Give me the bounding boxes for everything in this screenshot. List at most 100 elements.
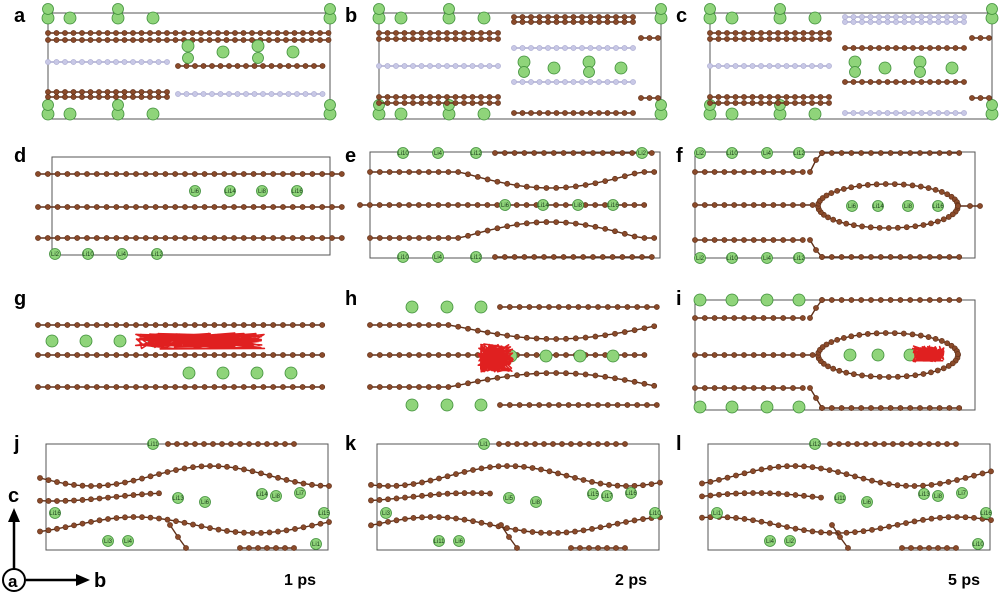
graphene-atom: [291, 37, 298, 43]
graphene-atom: [760, 237, 767, 243]
graphene-atom: [741, 63, 747, 69]
graphene-atom: [406, 235, 413, 241]
graphene-atom: [79, 37, 85, 43]
graphene-atom: [893, 19, 899, 25]
graphene-atom: [191, 352, 198, 358]
graphene-atom: [887, 405, 894, 411]
graphene-atom: [532, 441, 538, 447]
graphene-atom: [465, 325, 471, 332]
graphene-atom: [54, 525, 60, 532]
graphene-atom: [113, 384, 120, 390]
li-atom: [270, 490, 282, 502]
graphene-atom: [553, 110, 560, 116]
axis-indicator: a c b: [2, 485, 106, 592]
graphene-atom: [182, 235, 188, 241]
graphene-atom: [621, 19, 628, 25]
graphene-atom: [501, 150, 508, 156]
graphene-atom: [829, 522, 835, 528]
li-atom: [310, 538, 322, 550]
graphene-atom: [511, 14, 517, 20]
graphene-atom: [783, 94, 790, 100]
graphene-atom: [587, 45, 594, 51]
li-label: Li6: [863, 500, 872, 506]
li-atom: [792, 293, 806, 307]
graphene-atom: [528, 14, 534, 20]
graphene-atom: [956, 297, 963, 303]
graphene-atom: [175, 91, 181, 97]
graphene-atom: [494, 178, 501, 185]
graphene-atom: [910, 19, 916, 25]
li-atom: [474, 398, 488, 412]
li-atom: [583, 66, 595, 78]
graphene-atom: [105, 516, 111, 522]
graphene-atom: [198, 463, 205, 470]
graphene-atom: [927, 19, 933, 25]
graphene-atom: [570, 19, 577, 25]
li-atom: [530, 496, 542, 508]
graphene-atom: [249, 37, 255, 43]
graphene-atom: [589, 479, 595, 485]
graphene-atom: [393, 30, 399, 36]
graphene-atom: [766, 63, 773, 69]
graphene-atom: [859, 45, 865, 51]
graphene-atom: [221, 352, 228, 358]
graphene-atom: [741, 202, 747, 208]
graphene-atom: [172, 384, 179, 390]
li-label: Li8: [532, 500, 541, 506]
graphene-ring-atom: [830, 365, 837, 372]
graphene-atom: [198, 30, 204, 36]
graphene-atom: [79, 89, 85, 95]
graphene-atom: [54, 204, 61, 210]
graphene-atom: [376, 482, 383, 489]
graphene-atom: [852, 529, 858, 536]
li-atom: [760, 400, 774, 414]
graphene-atom: [817, 100, 824, 106]
graphene-atom: [775, 100, 781, 106]
graphene-atom: [715, 30, 722, 36]
graphene-atom: [211, 352, 218, 358]
li-label: Li11: [434, 539, 446, 545]
graphene-atom: [182, 171, 188, 177]
graphene-atom: [572, 474, 578, 481]
graphene-atom: [606, 522, 612, 529]
li-atom: [63, 107, 77, 121]
graphene-atom: [770, 237, 777, 243]
graphene-atom: [711, 315, 718, 321]
axis-b-arrowhead: [76, 574, 90, 586]
graphene-atom: [474, 173, 481, 180]
li-atom: [918, 488, 930, 500]
graphene-atom: [780, 385, 787, 391]
graphene-atom: [543, 185, 550, 191]
li-label: Li4: [763, 256, 772, 262]
graphene-atom: [613, 45, 619, 51]
graphene-atom: [497, 304, 503, 310]
graphene-atom: [292, 478, 298, 485]
graphene-atom: [852, 473, 858, 480]
graphene-atom: [541, 150, 547, 156]
graphene-atom: [506, 304, 513, 310]
graphene-atom: [299, 235, 306, 241]
graphene-atom: [775, 36, 781, 42]
graphene-atom: [809, 63, 815, 69]
graphene-atom: [497, 402, 503, 408]
li-label: Li14: [872, 204, 884, 210]
graphene-atom: [452, 30, 459, 36]
graphene-atom: [211, 204, 218, 210]
graphene-atom: [843, 529, 850, 536]
li-atom: [474, 300, 488, 314]
graphene-atom: [826, 94, 832, 100]
graphene-atom: [799, 237, 806, 243]
graphene-atom: [528, 45, 534, 51]
graphene-atom: [528, 79, 534, 85]
graphene-atom: [35, 352, 41, 358]
graphene-atom: [770, 202, 777, 208]
li-atom: [147, 438, 159, 450]
graphene-atom: [299, 384, 306, 390]
graphene-atom: [536, 45, 543, 51]
graphene-atom: [881, 441, 887, 447]
graphene-atom: [533, 184, 540, 191]
time-label-2ps: 2 ps: [615, 572, 647, 589]
li-atom: [784, 535, 796, 547]
graphene-ring-atom: [848, 184, 855, 191]
graphene-atom: [198, 37, 204, 43]
